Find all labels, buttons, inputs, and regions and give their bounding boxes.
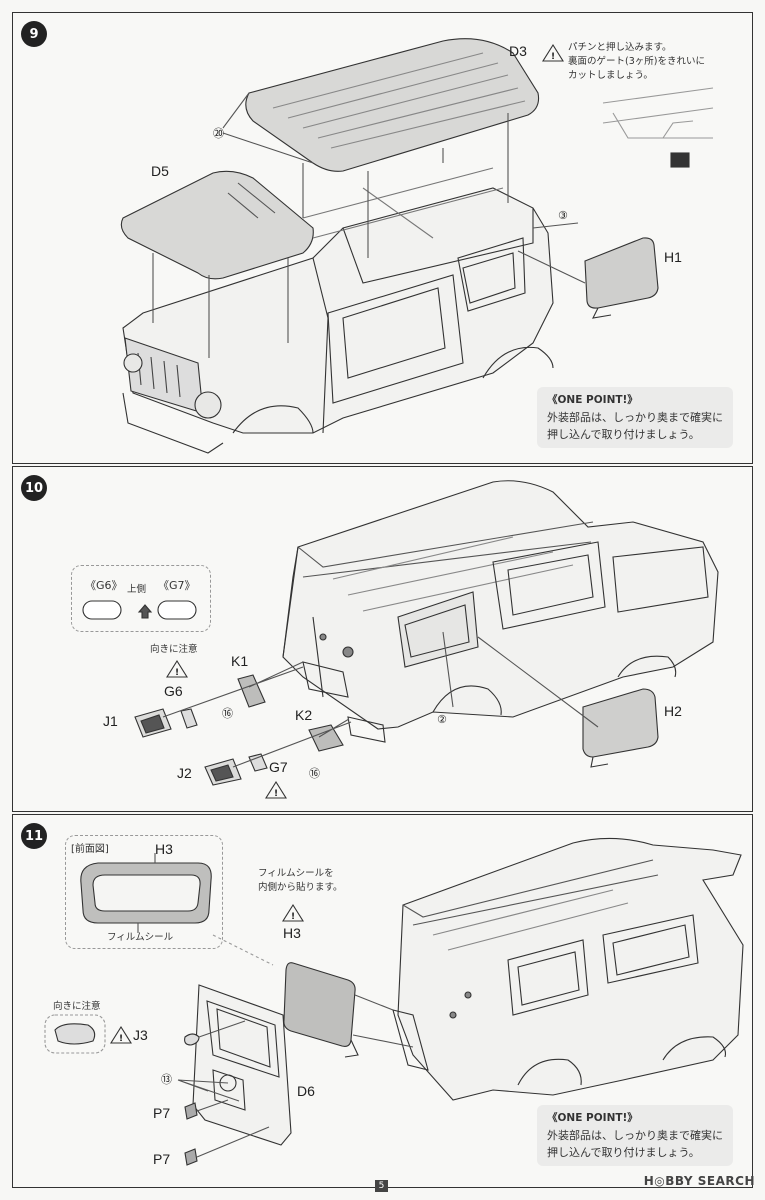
orient-g7: 《G7》 — [158, 579, 196, 592]
caution-text: 向きに注意 — [53, 1001, 101, 1012]
step-number: 11 — [21, 823, 47, 849]
one-point-box: 《ONE POINT!》 外装部品は、しっかり奥まで確実に 押し込んで取り付けま… — [537, 387, 733, 448]
circled-number-16: ⑯ — [309, 767, 320, 780]
part-label-d6: D6 — [297, 1083, 315, 1099]
circled-number-13: ⑬ — [161, 1073, 172, 1086]
part-label-h3: H3 — [283, 925, 301, 941]
step-11-drawing: ! ! — [44, 837, 744, 1166]
d3-note: パチンと押し込みます。 裏面のゲート(3ヶ所)をきれいに カットしましょう。 — [568, 41, 705, 83]
film-note: フィルムシールを 内側から貼ります。 — [258, 867, 343, 895]
part-label-j2: J2 — [177, 765, 192, 781]
part-label-j3: J3 — [133, 1027, 148, 1043]
note-line: カットしましょう。 — [568, 70, 653, 81]
step-10-drawing: ! ! — [82, 480, 719, 799]
front-view-label: [前面図] — [71, 844, 109, 855]
orient-up: 上側 — [127, 584, 147, 595]
part-label-k2: K2 — [295, 707, 313, 723]
part-label-h3-front: H3 — [155, 841, 173, 857]
step-11-panel: 11 — [12, 814, 753, 1188]
part-label-d5: D5 — [151, 163, 169, 179]
one-point-line: 外装部品は、しっかり奥まで確実に — [547, 1129, 723, 1142]
step-number: 10 — [21, 475, 47, 501]
note-line: パチンと押し込みます。 — [568, 42, 672, 53]
circled-number-2: ② — [437, 713, 447, 726]
one-point-title: 《ONE POINT!》 — [547, 1112, 638, 1124]
one-point-line: 外装部品は、しっかり奥まで確実に — [547, 411, 723, 424]
note-line: フィルムシールを — [258, 868, 334, 879]
part-label-k1: K1 — [231, 653, 249, 669]
step-9-drawing: ! — [120, 38, 714, 454]
one-point-title: 《ONE POINT!》 — [547, 394, 638, 406]
part-label-j1: J1 — [103, 713, 118, 729]
circled-number-20: ⑳ — [213, 127, 224, 140]
step-number: 9 — [21, 21, 47, 47]
svg-text:!: ! — [291, 912, 295, 922]
caution-text: 向きに注意 — [150, 644, 198, 655]
circled-number-3: ③ — [558, 209, 568, 222]
part-label-h2: H2 — [664, 703, 682, 719]
one-point-line: 押し込んで取り付けましょう。 — [547, 1146, 700, 1159]
svg-text:!: ! — [551, 52, 555, 62]
one-point-box: 《ONE POINT!》 外装部品は、しっかり奥まで確実に 押し込んで取り付けま… — [537, 1105, 733, 1166]
orientation-box — [71, 565, 211, 632]
step-9-panel: 9 — [12, 12, 753, 464]
note-line: 裏面のゲート(3ヶ所)をきれいに — [568, 56, 705, 67]
note-line: 内側から貼ります。 — [258, 882, 343, 893]
circled-number-16: ⑯ — [222, 707, 233, 720]
svg-text:!: ! — [274, 789, 278, 799]
part-label-g7: G7 — [269, 759, 288, 775]
orient-g6: 《G6》 — [85, 579, 123, 592]
page-number: 5 — [375, 1180, 388, 1192]
step-10-panel: 10 — [12, 466, 753, 812]
part-label-p7: P7 — [153, 1105, 171, 1121]
part-label-p7: P7 — [153, 1151, 171, 1167]
svg-text:!: ! — [175, 668, 179, 678]
part-label-d3: D3 — [509, 43, 527, 59]
one-point-line: 押し込んで取り付けましょう。 — [547, 428, 700, 441]
part-label-h1: H1 — [664, 249, 682, 265]
front-view-box — [65, 835, 223, 949]
svg-text:!: ! — [119, 1034, 123, 1044]
part-label-g6: G6 — [164, 683, 183, 699]
film-seal-label: フィルムシール — [107, 932, 174, 943]
watermark-logo: H◎BBY SEARCH — [643, 1174, 755, 1188]
